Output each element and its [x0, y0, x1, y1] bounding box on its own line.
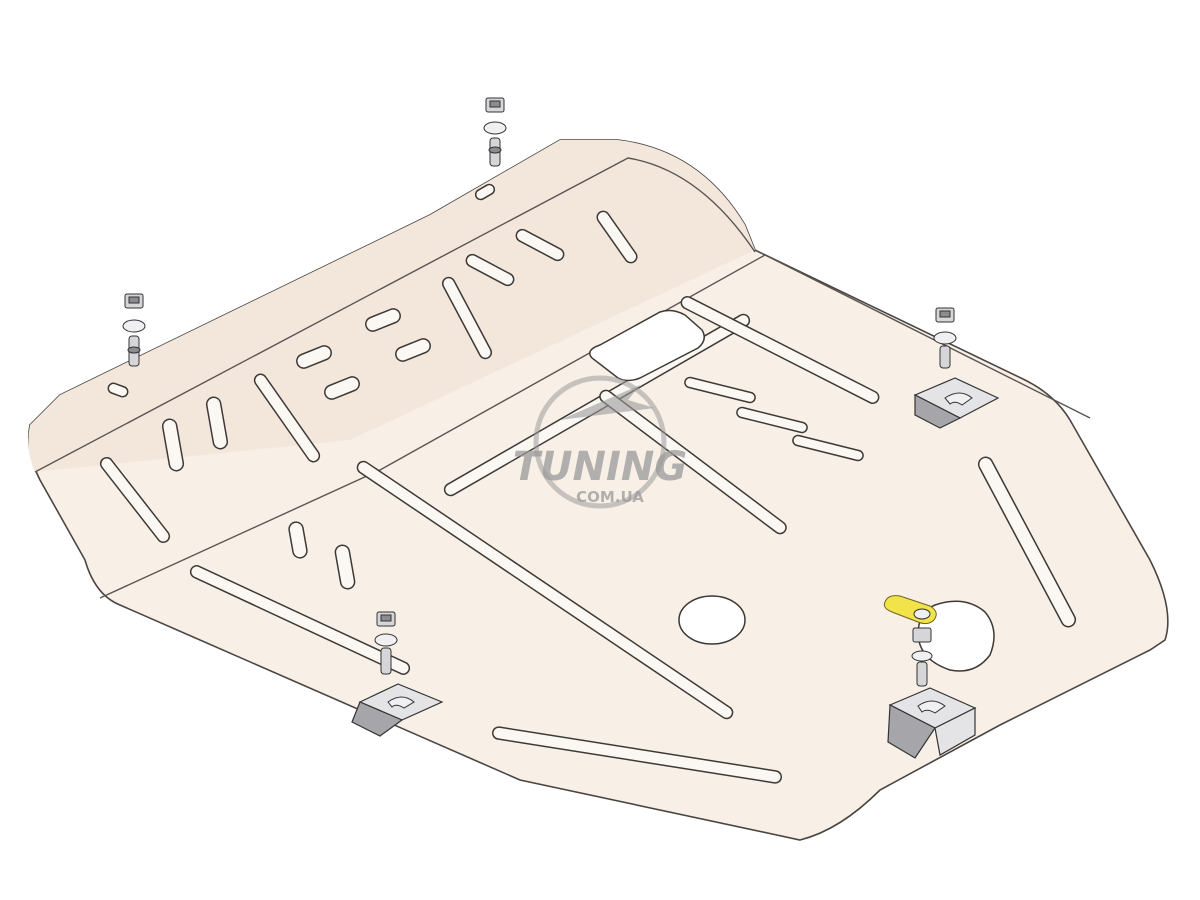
- watermark: TUNING COM.UA: [513, 375, 687, 509]
- slot: [515, 228, 565, 262]
- slot: [474, 183, 496, 201]
- watermark-arrow-icon: [560, 385, 655, 420]
- slot: [596, 210, 638, 264]
- slot: [684, 376, 756, 404]
- watermark-ring: [533, 375, 667, 509]
- watermark-subtext: COM.UA: [576, 488, 644, 506]
- fastener-bottom-right: [883, 595, 977, 759]
- slot: [395, 338, 431, 362]
- washer-icon: [122, 319, 146, 333]
- slot: [491, 726, 783, 784]
- rear-fold-line: [34, 157, 756, 473]
- slot: [792, 434, 864, 462]
- slot: [680, 296, 880, 404]
- slot: [736, 406, 808, 434]
- fastener-top-left: [122, 293, 146, 367]
- bolt-icon: [939, 345, 951, 369]
- fastener-right: [913, 307, 1000, 429]
- slot: [465, 253, 515, 287]
- slot: [205, 396, 229, 450]
- washer-icon: [374, 633, 398, 647]
- slot: [334, 544, 356, 590]
- clip-nut-detail: [489, 100, 501, 108]
- slot: [356, 460, 734, 720]
- slot: [107, 382, 129, 398]
- rear-flange: [28, 140, 756, 472]
- washer-icon: [913, 608, 931, 620]
- fastener-bottom-left: [351, 611, 444, 737]
- side-fold-line: [754, 249, 1091, 419]
- washer-icon: [483, 121, 507, 135]
- washer-icon: [933, 331, 957, 345]
- watermark-text: TUNING: [513, 444, 687, 490]
- slot: [99, 457, 171, 543]
- flange-slots: [99, 183, 638, 543]
- slot: [977, 456, 1077, 628]
- fastener-top-center: [483, 97, 507, 167]
- slot: [161, 418, 185, 472]
- service-hatch: [589, 309, 705, 382]
- slot: [189, 565, 411, 675]
- bolt-icon: [380, 647, 392, 675]
- slot: [324, 376, 360, 400]
- bolt-icon: [916, 661, 928, 687]
- clip-nut-icon: [912, 627, 932, 643]
- slot: [599, 389, 787, 535]
- slot: [253, 373, 321, 463]
- drain-hole: [678, 595, 746, 645]
- slot: [296, 345, 332, 369]
- slot: [365, 308, 401, 332]
- slot: [441, 276, 493, 360]
